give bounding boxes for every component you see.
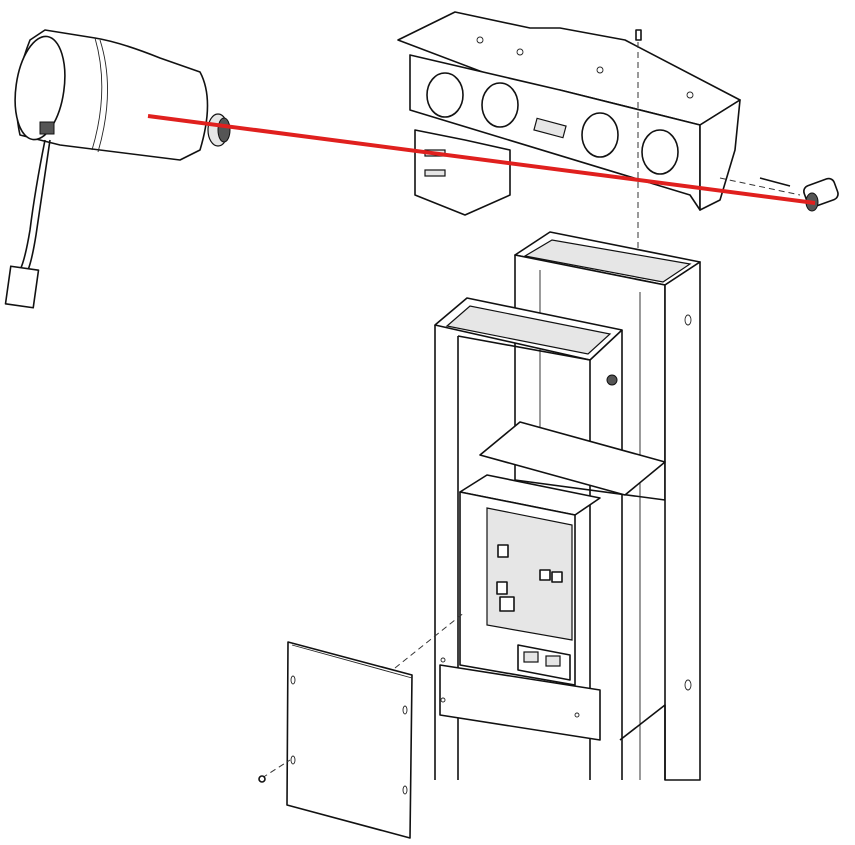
motor-assembly (4, 29, 231, 309)
front-frame (434, 297, 666, 780)
panel-screw (258, 775, 266, 783)
relay (497, 544, 509, 558)
cover-panel (258, 611, 466, 839)
screw (635, 29, 642, 290)
callout-line (147, 114, 816, 205)
top-chassis-tray (397, 11, 741, 216)
control-box (459, 474, 601, 686)
